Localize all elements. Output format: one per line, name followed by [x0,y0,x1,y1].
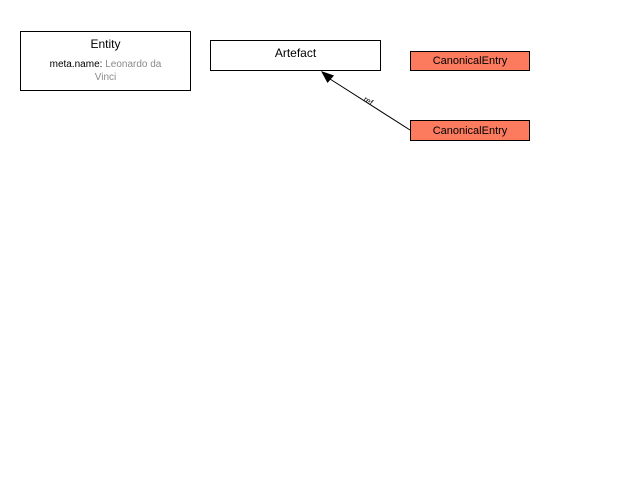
ref-edge-label: ref [362,95,375,108]
artefact-title: Artefact [274,46,317,60]
artefact-node[interactable]: Artefact [210,40,381,71]
entity-node[interactable]: Entity meta.name: Leonardo da Vinci [20,31,191,91]
entity-attribute-value: Leonardo da Vinci [94,59,162,83]
ref-edge-line [329,78,411,131]
canonical-entry-node[interactable]: CanonicalEntry [410,120,530,141]
canonical-entry-node[interactable]: CanonicalEntry [410,51,530,71]
canonical-entry-title: CanonicalEntry [432,55,508,67]
entity-attribute-key: meta.name: [49,59,103,70]
ref-edge-arrowhead [321,71,334,83]
entity-attribute: meta.name: Leonardo da Vinci [39,58,172,84]
canonical-entry-title: CanonicalEntry [432,125,508,137]
entity-title: Entity [90,37,121,51]
